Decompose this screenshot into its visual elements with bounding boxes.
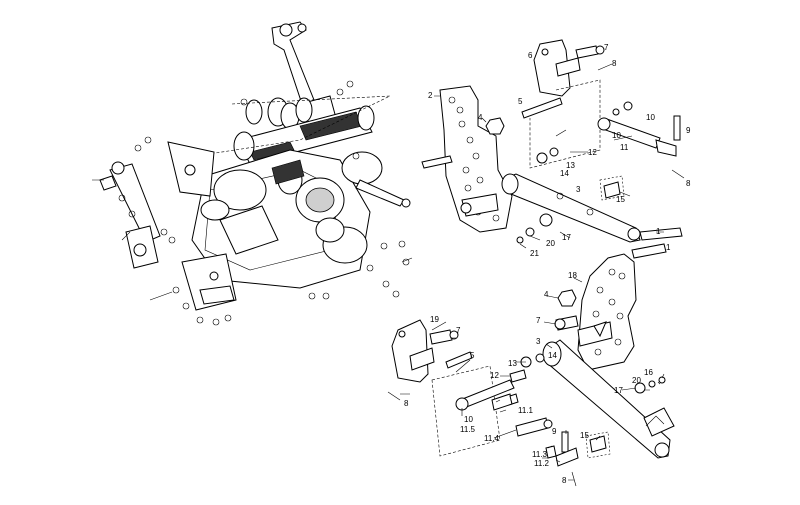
callout-20: 20 bbox=[632, 376, 641, 385]
callout-10: 10 bbox=[464, 415, 473, 424]
callout-17: 17 bbox=[614, 386, 623, 395]
callout-15: 15 bbox=[616, 195, 625, 204]
callout-7: 7 bbox=[536, 316, 541, 325]
callout-1: 1 bbox=[656, 227, 661, 236]
callout-17: 17 bbox=[562, 233, 571, 242]
callout-1: 1 bbox=[666, 243, 671, 252]
callout-16: 16 bbox=[644, 368, 653, 377]
gearbox-assembly bbox=[92, 21, 413, 326]
callout-6: 6 bbox=[528, 51, 533, 60]
callout-5: 5 bbox=[470, 351, 475, 360]
callout-21: 21 bbox=[530, 249, 539, 258]
callout-4: 4 bbox=[544, 290, 549, 299]
callout-13: 13 bbox=[508, 359, 517, 368]
callout-10b: 10 bbox=[612, 131, 621, 140]
lower-callouts: 18 4 7 3 14 13 12 19 7 5 8 10 11.5 11.1 … bbox=[404, 243, 671, 485]
callout-20: 20 bbox=[546, 239, 555, 248]
upper-callouts: 1 2 3 4 5 6 7 8 9 10 11 12 13 14 15 17 2… bbox=[428, 43, 691, 258]
lower-hitch-assembly bbox=[387, 243, 675, 487]
callout-2: 2 bbox=[428, 91, 433, 100]
callout-11-1: 11.1 bbox=[518, 406, 534, 415]
callout-14: 14 bbox=[548, 351, 557, 360]
callout-9: 9 bbox=[552, 427, 557, 436]
callout-8: 8 bbox=[612, 59, 617, 68]
callout-8b: 8 bbox=[686, 179, 691, 188]
upper-hitch-assembly bbox=[421, 39, 685, 249]
callout-19: 19 bbox=[430, 315, 439, 324]
callout-11-3: 11.3 bbox=[532, 450, 548, 459]
callout-8b: 8 bbox=[562, 476, 567, 485]
callout-10: 10 bbox=[646, 113, 655, 122]
callout-11-5: 11.5 bbox=[460, 425, 476, 434]
callout-7b: 7 bbox=[456, 326, 461, 335]
callout-12: 12 bbox=[588, 148, 597, 157]
callout-7: 7 bbox=[604, 43, 609, 52]
callout-3: 3 bbox=[536, 337, 541, 346]
callout-3: 3 bbox=[576, 185, 581, 194]
callout-4: 4 bbox=[478, 113, 483, 122]
callout-11: 11 bbox=[620, 143, 629, 152]
callout-11-2: 11.2 bbox=[534, 459, 550, 468]
callout-5: 5 bbox=[518, 97, 523, 106]
callout-8: 8 bbox=[404, 399, 409, 408]
callout-11-4: 11.4 bbox=[484, 434, 500, 443]
callout-9: 9 bbox=[686, 126, 691, 135]
callout-18: 18 bbox=[568, 271, 577, 280]
callout-12: 12 bbox=[490, 371, 499, 380]
callout-13: 13 bbox=[566, 161, 575, 170]
callout-14: 14 bbox=[560, 169, 569, 178]
callout-15: 15 bbox=[580, 431, 589, 440]
